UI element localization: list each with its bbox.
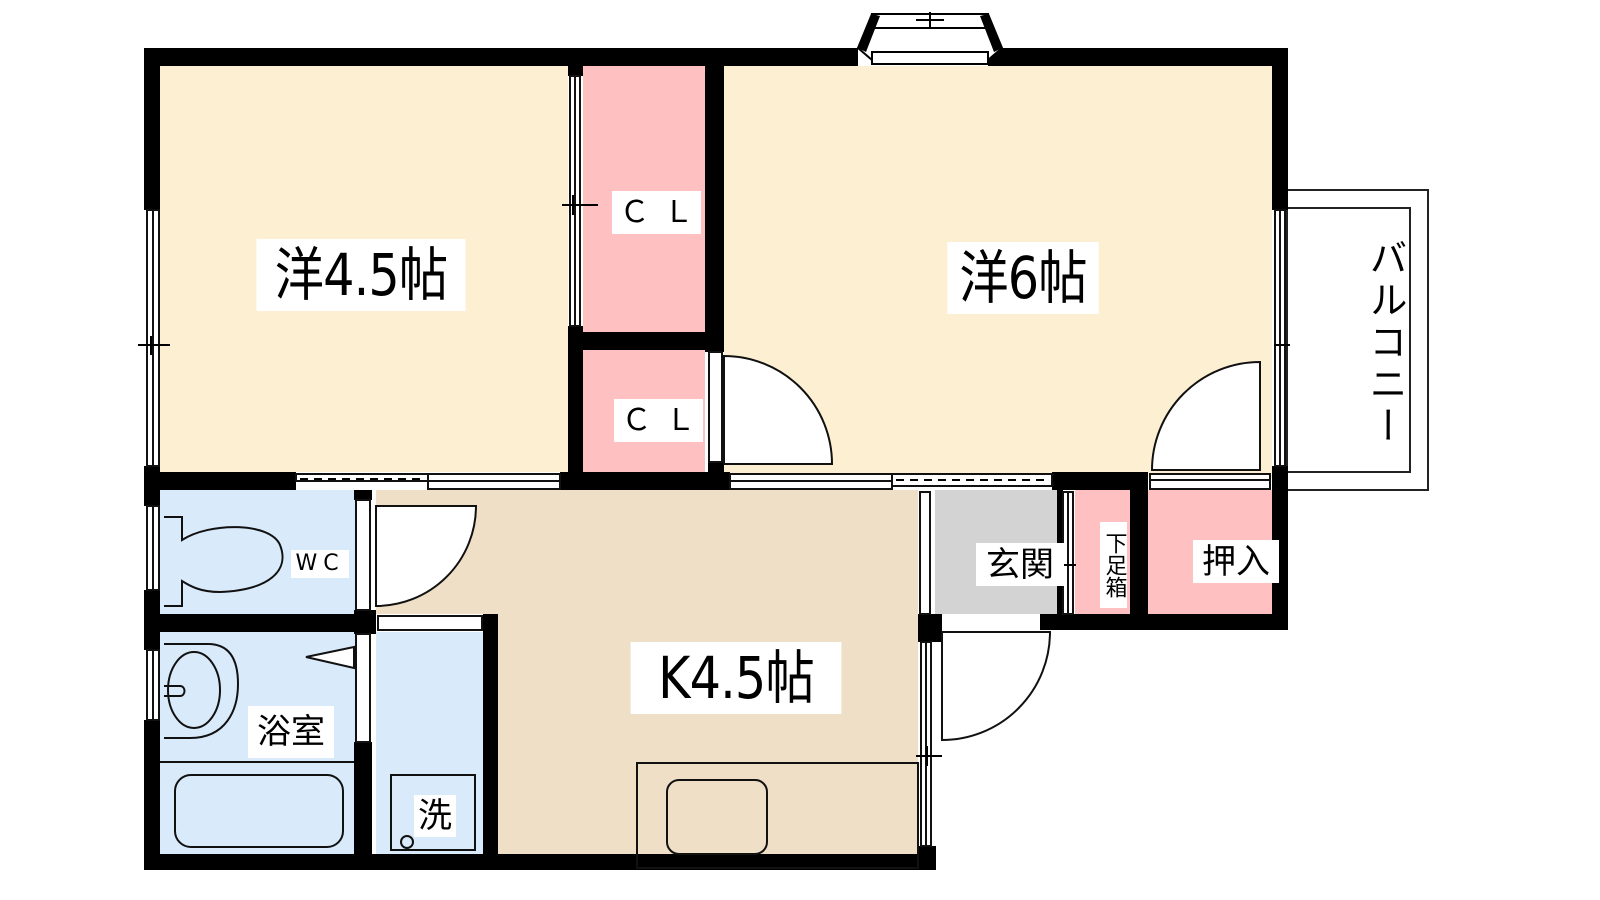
closet-label-1: ＣＬ bbox=[612, 191, 701, 234]
washing-machine-fixture bbox=[390, 774, 476, 851]
room-label-kitchen: K4.5帖 bbox=[630, 642, 842, 714]
sliding-door-tracks bbox=[300, 478, 1050, 481]
toilet-fixture bbox=[164, 516, 284, 607]
balcony bbox=[1286, 189, 1429, 491]
room-label-laundry: 洗 bbox=[414, 795, 456, 837]
walls bbox=[144, 48, 1288, 870]
closet-label-2: ＣＬ bbox=[614, 399, 703, 442]
room-label-western-4-5: 洋4.5帖 bbox=[256, 239, 466, 311]
room-label-toilet: WC bbox=[291, 550, 349, 578]
room-label-shoe-cabinet: 下足箱 bbox=[1100, 522, 1127, 608]
washbasin-fixture bbox=[164, 643, 240, 739]
room-label-bathroom: 浴室 bbox=[248, 706, 334, 758]
bathtub-fixture bbox=[160, 761, 354, 848]
room-label-storage: 押入 bbox=[1193, 540, 1279, 583]
door-wedge bbox=[305, 645, 355, 670]
bay-window bbox=[856, 12, 1004, 65]
sash-marks bbox=[138, 195, 1290, 766]
room-label-western-6: 洋6帖 bbox=[947, 242, 1099, 314]
room-label-balcony: バルコニー bbox=[1363, 238, 1407, 448]
room-label-entrance: 玄関 bbox=[976, 543, 1064, 586]
door-swings bbox=[375, 354, 1261, 742]
kitchen-counter bbox=[636, 762, 919, 869]
